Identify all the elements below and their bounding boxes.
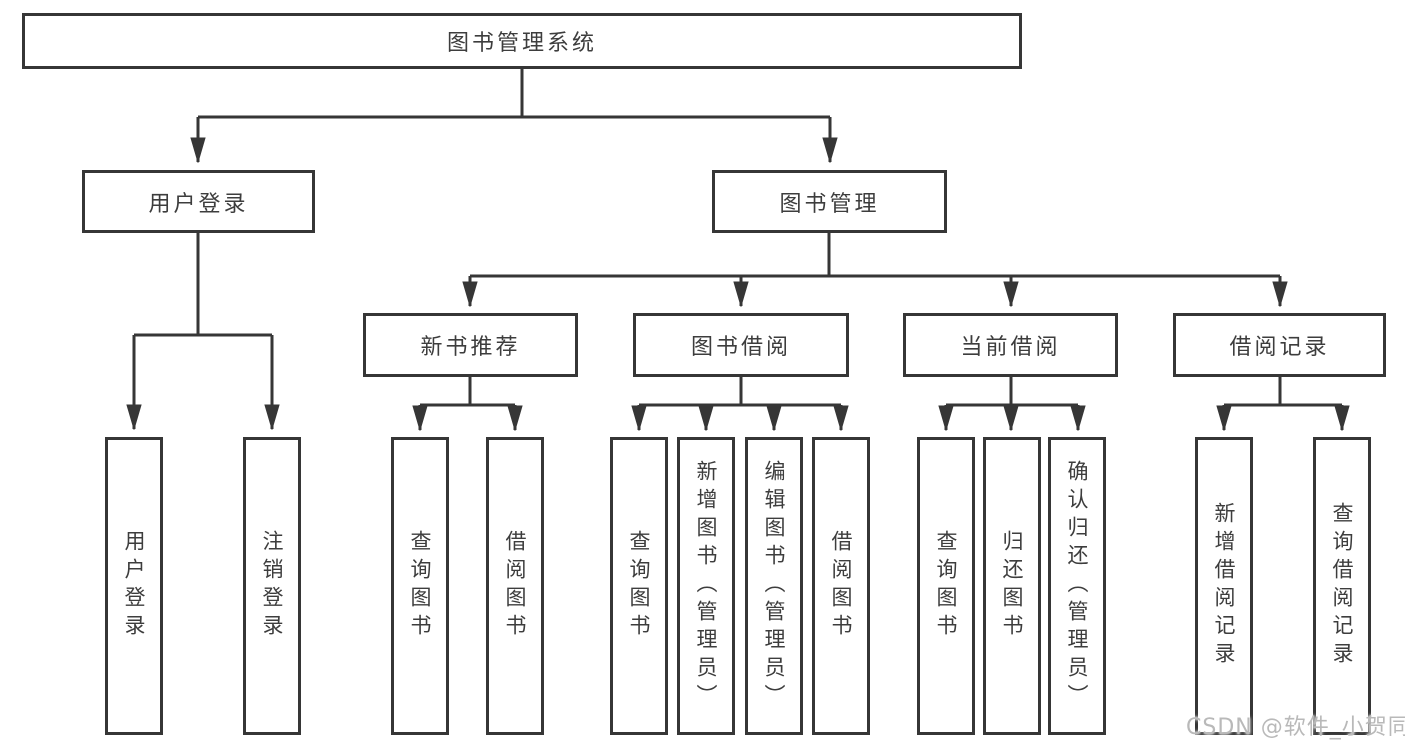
leaf-br-add-record: 新增借阅记录 (1195, 437, 1253, 735)
leaf-user-login: 用户登录 (105, 437, 163, 735)
leaf-rec-borrow-book: 借阅图书 (486, 437, 544, 735)
csdn-watermark: CSDN @软件_小贺同学 (1186, 715, 1405, 740)
node-book-management: 图书管理 (712, 170, 947, 233)
node-current-borrow: 当前借阅 (903, 313, 1118, 377)
node-new-book-recommend: 新书推荐 (363, 313, 578, 377)
leaf-bb-query-book: 查询图书 (610, 437, 668, 735)
leaf-rec-query-book: 查询图书 (391, 437, 449, 735)
leaf-cb-query-book: 查询图书 (917, 437, 975, 735)
leaf-cb-return-book: 归还图书 (983, 437, 1041, 735)
leaf-bb-edit-book-admin: 编辑图书（管理员） (745, 437, 803, 735)
node-user-login: 用户登录 (82, 170, 315, 233)
node-root-system: 图书管理系统 (22, 13, 1022, 69)
leaf-br-query-record: 查询借阅记录 (1313, 437, 1371, 735)
node-book-borrow: 图书借阅 (633, 313, 849, 377)
leaf-logout: 注销登录 (243, 437, 301, 735)
node-borrow-records: 借阅记录 (1173, 313, 1386, 377)
leaf-bb-borrow-book: 借阅图书 (812, 437, 870, 735)
leaf-cb-confirm-return: 确认归还（管理员） (1048, 437, 1106, 735)
leaf-bb-add-book-admin: 新增图书（管理员） (677, 437, 735, 735)
